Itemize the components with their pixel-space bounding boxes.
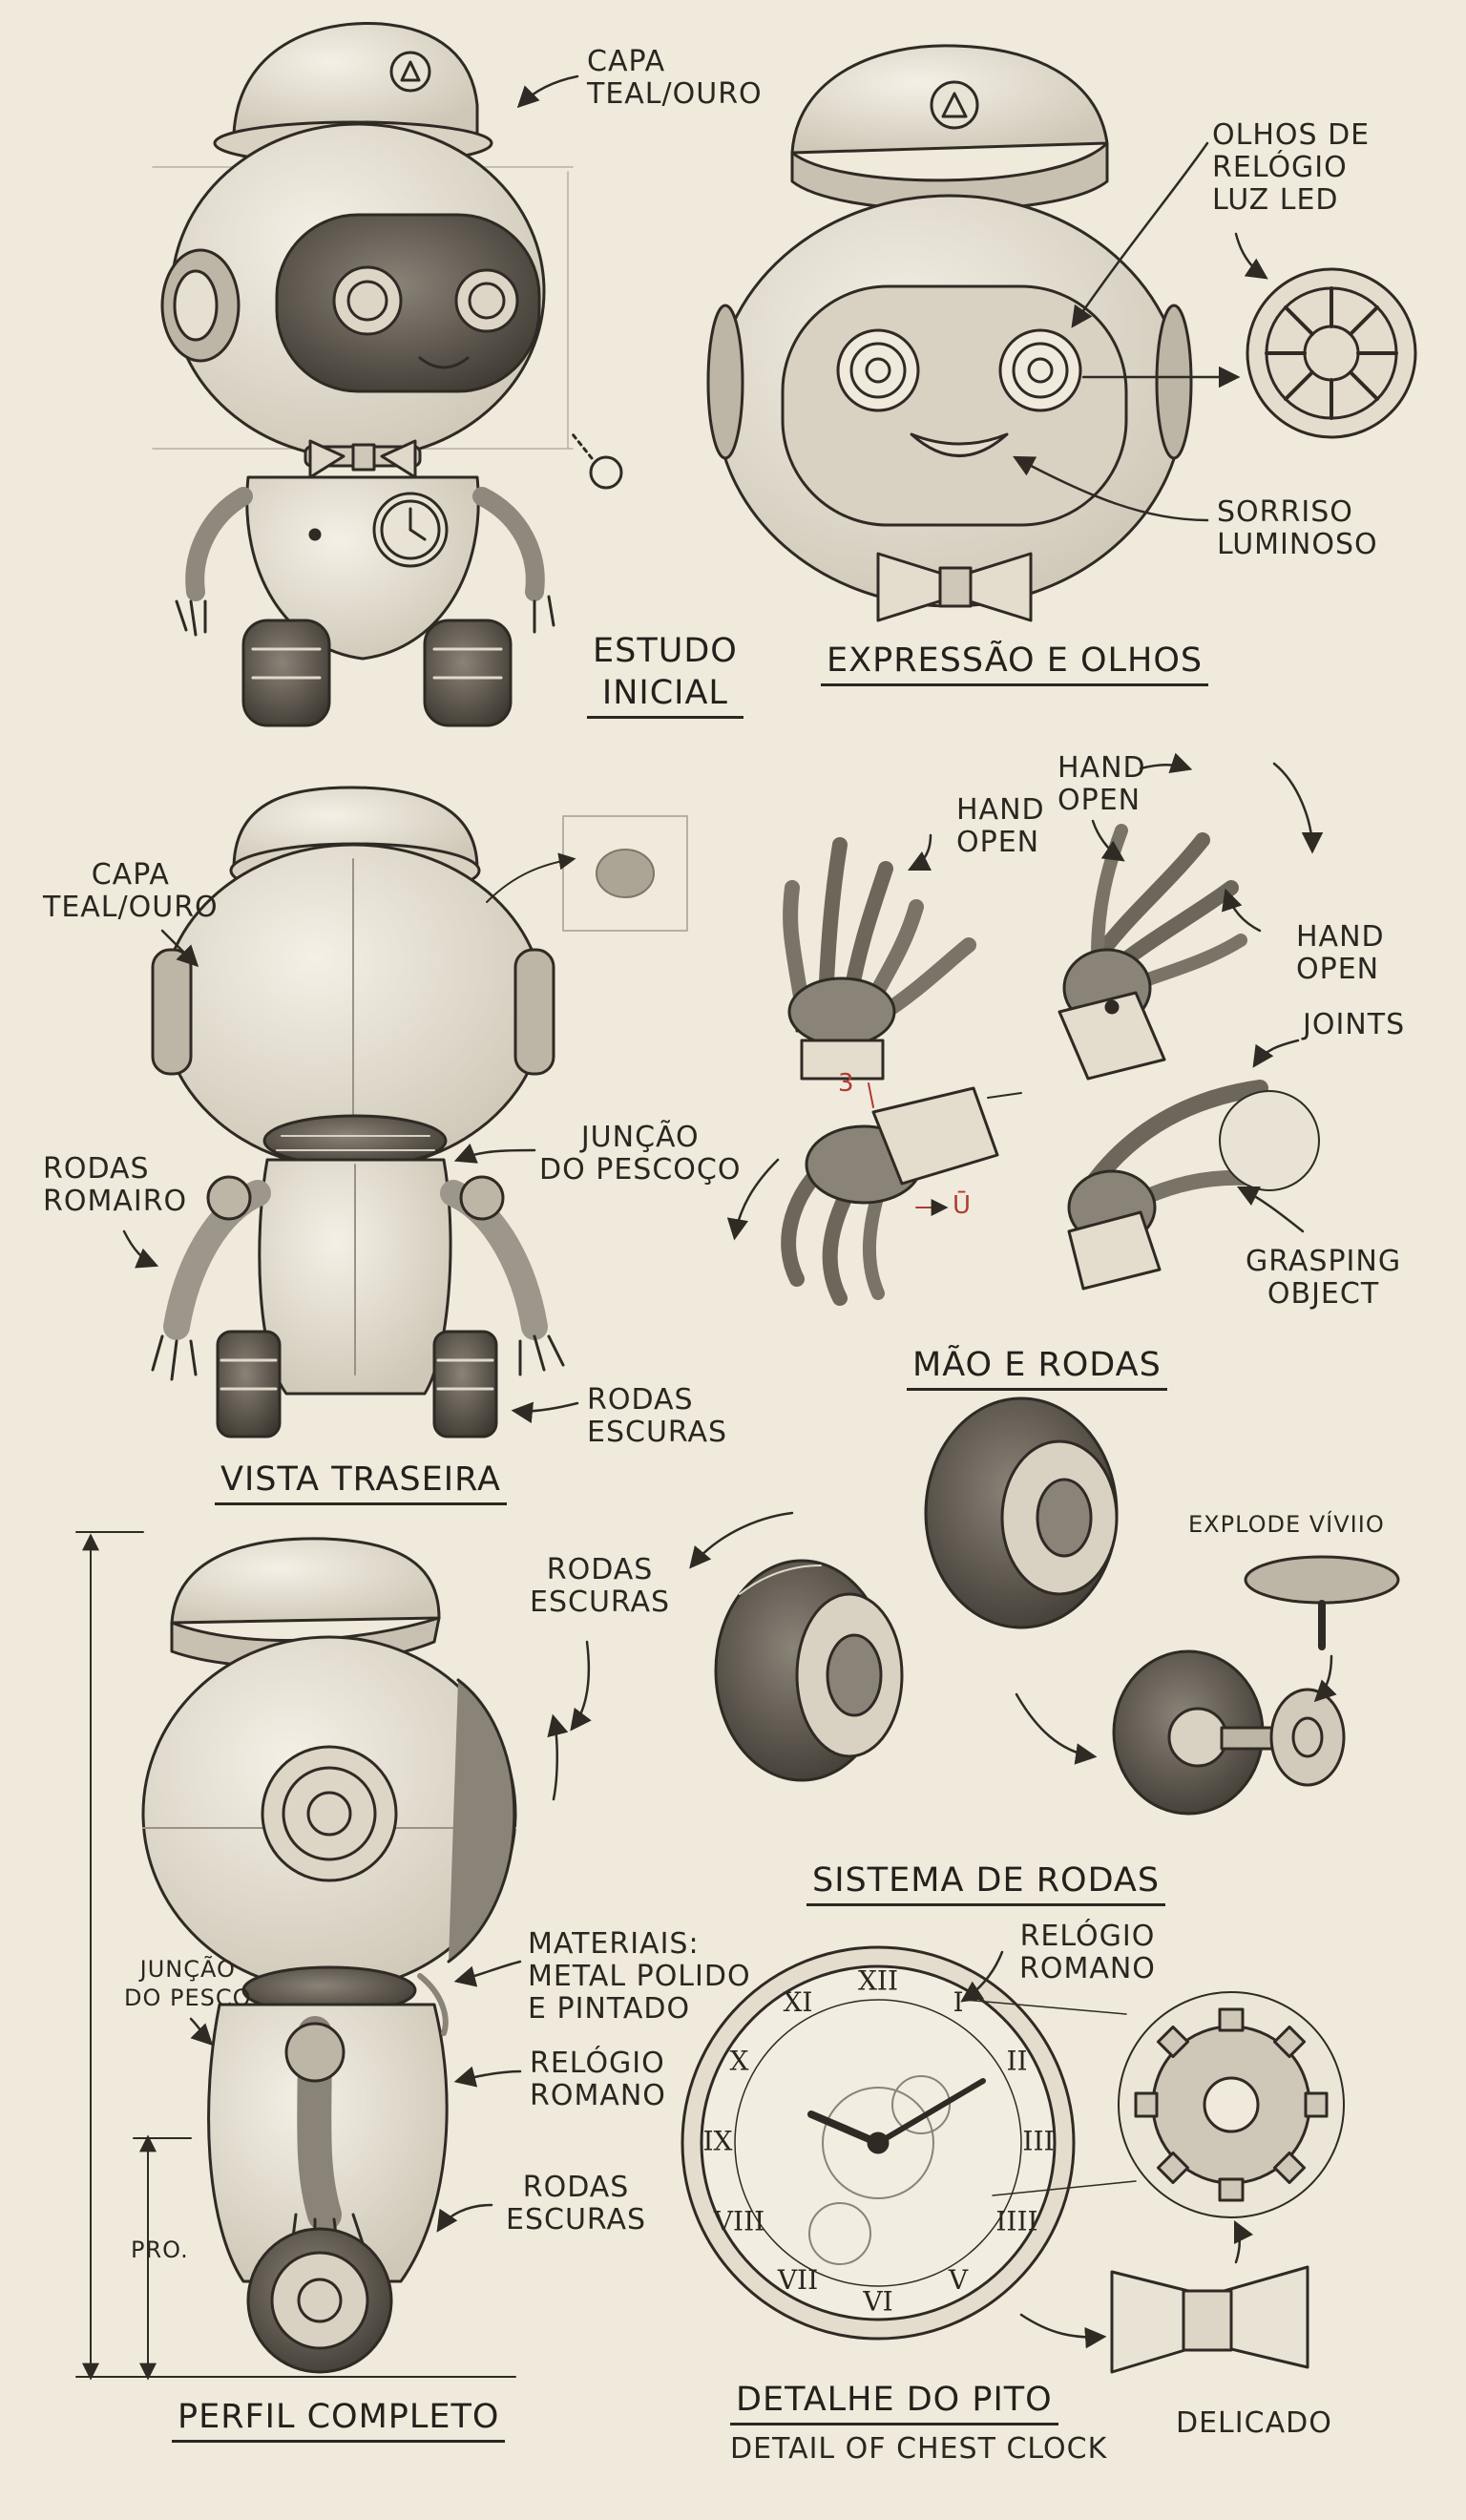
clock-numeral: X xyxy=(730,2046,749,2077)
label-line: E PINTADO xyxy=(528,1992,691,2026)
label-neck-joint: JUNÇÃO DO PESCOÇO xyxy=(539,1122,741,1186)
title-hand-wheels: MÃO E RODAS xyxy=(907,1344,1167,1391)
title-back-view: VISTA TRASEIRA xyxy=(215,1459,507,1505)
label-explode: EXPLODE VÍVIIO xyxy=(1188,1511,1385,1538)
label-line: ROMAIRO xyxy=(43,1185,188,1218)
label-neck-joint-profile: JUNÇÃO DO PESCO xyxy=(124,1955,252,2012)
clock-numeral: V xyxy=(948,2264,969,2296)
label-line: RODAS xyxy=(546,1553,654,1586)
label-line: OLHOS DE xyxy=(1212,118,1371,152)
title-line: ESTUDO xyxy=(593,632,738,670)
initial-study-robot xyxy=(152,21,623,727)
wheel-system xyxy=(689,1396,1400,1816)
clock-numeral: XI xyxy=(784,1986,813,2018)
label-line: RODAS xyxy=(587,1383,694,1417)
subtitle-chest-detail: DETAIL OF CHEST CLOCK xyxy=(730,2432,1108,2466)
label-roman-clock-detail: RELÓGIO ROMANO xyxy=(1019,1921,1156,1985)
label-line: OPEN xyxy=(956,826,1040,859)
title-full-profile: PERFIL COMPLETO xyxy=(172,2396,506,2443)
label-line: ROMANO xyxy=(530,2079,666,2112)
clock-numeral: VI xyxy=(862,2286,892,2318)
back-view-robot xyxy=(122,786,688,1438)
label-cap-back: CAPA TEAL/OURO xyxy=(43,859,219,924)
label-line: ROMANO xyxy=(1019,1952,1156,1985)
label-line: OPEN xyxy=(1058,784,1141,817)
label-line: RELÓGIO xyxy=(530,2047,665,2080)
label-dark-wheels-profile-bottom: RODAS ESCURAS xyxy=(506,2172,646,2236)
label-joints: JOINTS xyxy=(1303,1008,1406,1041)
title-chest-detail: DETALHE DO PITO xyxy=(730,2379,1058,2426)
label-line: HAND xyxy=(1058,751,1146,785)
title-line: INICIAL xyxy=(601,674,728,712)
label-wheels-romairo: RODAS ROMAIRO xyxy=(43,1153,187,1218)
label-line: GRASPING xyxy=(1246,1245,1402,1278)
label-line: RODAS xyxy=(522,2171,630,2204)
expression-head xyxy=(706,44,1417,622)
label-line: MATERIAIS: xyxy=(528,1927,700,1961)
label-line: SORRISO xyxy=(1217,495,1353,529)
label-line: ESCURAS xyxy=(587,1416,728,1449)
clock-numeral: I xyxy=(953,1986,963,2018)
label-line: METAL POLIDO xyxy=(528,1960,751,1993)
label-roman-clock-profile: RELÓGIO ROMANO xyxy=(530,2048,666,2112)
label-hand-open-3: HAND OPEN xyxy=(1296,921,1385,986)
arrow-cap-top xyxy=(516,74,579,109)
annotation-3: 3 xyxy=(838,1069,854,1098)
label-line: TEAL/OURO xyxy=(587,77,763,111)
label-materials: MATERIAIS: METAL POLIDO E PINTADO xyxy=(528,1928,751,2026)
clock-numeral: VIII xyxy=(713,2206,764,2237)
label-dark-wheels-profile-top: RODAS ESCURAS xyxy=(530,1554,670,1619)
label-hand-open-2: HAND OPEN xyxy=(1058,752,1146,817)
label-line: ESCURAS xyxy=(506,2203,647,2236)
label-line: RELÓGIO xyxy=(1019,1920,1156,1953)
label-line: HAND xyxy=(956,793,1045,827)
annotation-u: Ū xyxy=(953,1191,972,1220)
chest-clock-detail xyxy=(681,1945,1345,2374)
label-line: JUNÇÃO xyxy=(580,1121,700,1154)
label-line: OBJECT xyxy=(1267,1277,1380,1311)
label-line: LUZ LED xyxy=(1212,183,1339,217)
clock-numeral: II xyxy=(1006,2046,1027,2077)
title-expression-eyes: EXPRESSÃO E OLHOS xyxy=(821,640,1209,686)
label-line: CAPA xyxy=(587,45,666,78)
label-pro: PRO. xyxy=(131,2236,189,2263)
label-smile: SORRISO LUMINOSO xyxy=(1217,496,1378,561)
label-line: DO PESCO xyxy=(124,1984,252,2011)
label-hand-open-1: HAND OPEN xyxy=(956,794,1045,859)
clock-numeral: XII xyxy=(858,1965,898,1997)
label-clock-eyes: OLHOS DE RELÓGIO LUZ LED xyxy=(1212,119,1370,217)
label-line: RODAS xyxy=(43,1152,150,1186)
hands-studies xyxy=(726,752,1324,1306)
label-delicate: DELICADO xyxy=(1176,2406,1332,2440)
clock-numeral: VII xyxy=(777,2264,818,2296)
clock-numeral: IX xyxy=(703,2126,733,2157)
label-cap-top: CAPA TEAL/OURO xyxy=(587,46,763,111)
title-wheel-system: SISTEMA DE RODAS xyxy=(806,1859,1166,1906)
label-line: RELÓGIO xyxy=(1212,151,1348,184)
clock-numeral: IIII xyxy=(995,2206,1037,2237)
label-line: OPEN xyxy=(1296,953,1380,986)
label-grasping: GRASPING OBJECT xyxy=(1246,1246,1401,1311)
label-line: LUMINOSO xyxy=(1217,528,1378,561)
label-line: ESCURAS xyxy=(530,1586,671,1619)
label-dark-wheels-back: RODAS ESCURAS xyxy=(587,1384,727,1449)
label-line: HAND xyxy=(1296,920,1385,954)
label-line: JUNÇÃO xyxy=(139,1956,236,1983)
full-profile-robot xyxy=(75,1531,592,2381)
clock-numeral: III xyxy=(1022,2126,1054,2157)
title-initial-study: ESTUDO INICIAL xyxy=(587,630,743,719)
label-line: CAPA xyxy=(91,858,170,892)
label-line: TEAL/OURO xyxy=(43,891,219,924)
label-line: DO PESCOÇO xyxy=(539,1153,742,1186)
